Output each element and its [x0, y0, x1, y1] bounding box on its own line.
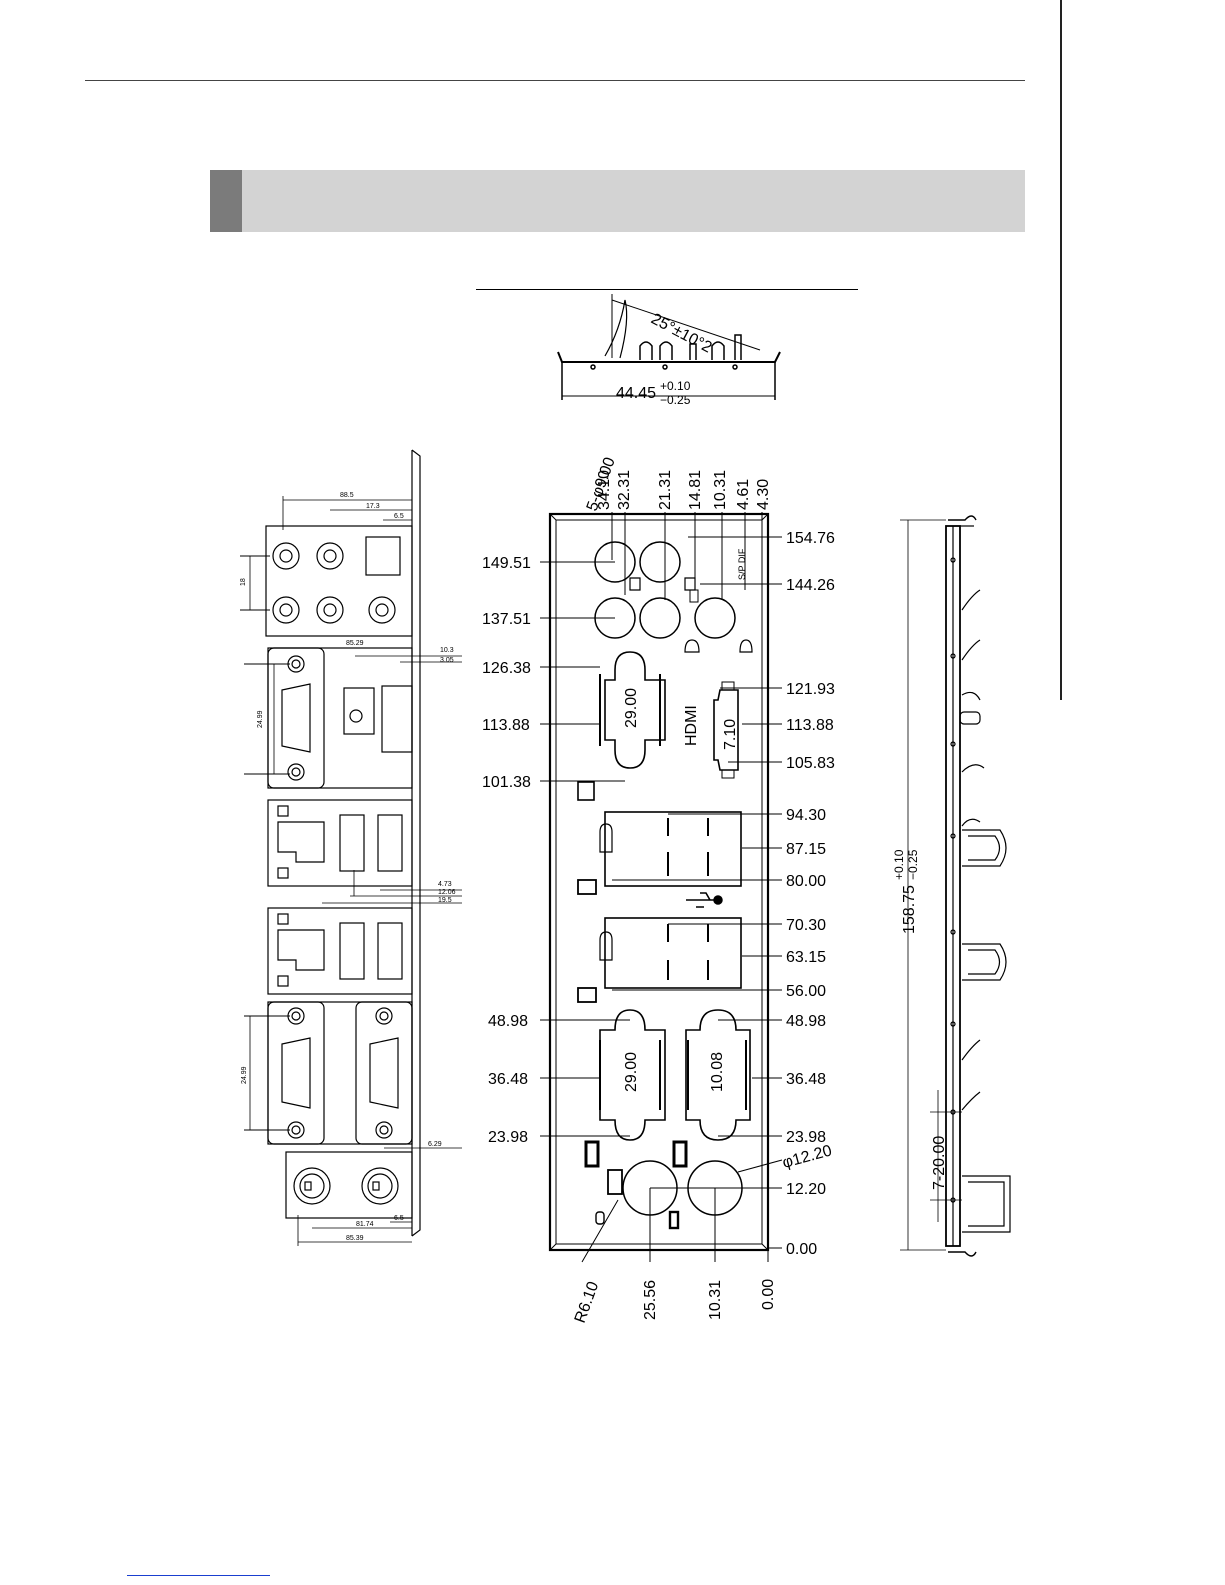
left-dim-f: 10.3 [440, 647, 454, 654]
right-dim-12: 12.20 [786, 1181, 826, 1198]
top-dim-5: 10.31 [712, 470, 729, 510]
left-dim-l: 24.99 [241, 1066, 248, 1084]
slot-bottom-right-label: 10.08 [709, 1052, 726, 1092]
right-dim-70: 70.30 [786, 917, 826, 934]
left-dim-c: 6.5 [394, 513, 404, 520]
right-dim-105: 105.83 [786, 755, 835, 772]
right-dim-144: 144.26 [786, 577, 835, 594]
left-view: 88.5 17.3 6.5 18 85.29 10.3 3.05 24.99 4… [240, 449, 462, 1246]
left-dim-36: 36.48 [488, 1071, 528, 1088]
side-view: 158.75 +0.10 −0.25 7-20.00 [892, 515, 1011, 1257]
left-dim-j: 12.06 [438, 889, 456, 896]
angle-label: 25°±10°2 [648, 311, 714, 357]
front-view: S/P DIF 29.00 HDMI 7.10 [548, 512, 770, 1252]
left-dim-48: 48.98 [488, 1013, 528, 1030]
left-dim-d: 18 [240, 578, 247, 586]
right-dim-87: 87.15 [786, 841, 826, 858]
top-dim-6: 4.61 [735, 479, 752, 510]
left-dim-a: 88.5 [340, 492, 354, 499]
right-dim-94: 94.30 [786, 807, 826, 824]
left-dim-101: 101.38 [482, 774, 531, 791]
right-dim-154: 154.76 [786, 530, 835, 547]
width-tol-plus: +0.10 [660, 379, 691, 393]
spdif-label: S/P DIF [737, 548, 747, 580]
top-dim-2: 32.31 [616, 470, 633, 510]
left-dim-k: 19.5 [438, 897, 452, 904]
left-dim-m: 6.29 [428, 1141, 442, 1148]
bottom-dim-25: 25.56 [642, 1280, 659, 1320]
left-dim-23: 23.98 [488, 1129, 528, 1146]
hdmi-label: HDMI [683, 705, 700, 746]
left-dim-i: 4.73 [438, 881, 452, 888]
left-dim-137: 137.51 [482, 611, 531, 628]
side-height-tol-minus: −0.25 [906, 849, 920, 880]
left-dim-g: 3.05 [440, 657, 454, 664]
section-banner [210, 170, 1025, 232]
drawing-title-rule [476, 289, 858, 290]
dimension-leaders [540, 512, 783, 1263]
left-dim-n: 81.74 [356, 1221, 374, 1228]
banner-tab [210, 170, 242, 232]
bottom-dim-0: 0.00 [760, 1279, 777, 1310]
header-rule [85, 80, 1025, 81]
top-dim-1: 34.10 [596, 470, 613, 510]
right-dim-80: 80.00 [786, 873, 826, 890]
right-dim-121: 121.93 [786, 681, 835, 698]
footer-link-rule [127, 1575, 270, 1576]
left-dim-126: 126.38 [482, 660, 531, 677]
side-height-label: 158.75 [901, 885, 918, 934]
width-label: 44.45 [616, 385, 656, 402]
side-height-tol-plus: +0.10 [892, 849, 906, 880]
hdmi-width-label: 7.10 [722, 719, 739, 750]
right-dim-23: 23.98 [786, 1129, 826, 1146]
top-dim-7: 4.30 [755, 479, 772, 510]
left-dim-h: 24.99 [257, 710, 264, 728]
top-dim-4: 14.81 [687, 470, 704, 510]
slot-top-label: 29.00 [623, 688, 640, 728]
bottom-dim-r: R6.10 [572, 1279, 603, 1325]
right-dim-48: 48.98 [786, 1013, 826, 1030]
slot-bottom-left-label: 29.00 [623, 1052, 640, 1092]
side-pitch-label: 7-20.00 [931, 1136, 948, 1190]
right-dim-0: 0.00 [786, 1241, 817, 1258]
right-dim-63: 63.15 [786, 949, 826, 966]
top-dim-3: 21.31 [657, 470, 674, 510]
left-dim-o: 6.5 [394, 1215, 404, 1222]
side-rule [1060, 0, 1062, 700]
right-dim-36: 36.48 [786, 1071, 826, 1088]
left-dim-p: 85.39 [346, 1235, 364, 1242]
right-dim-56: 56.00 [786, 983, 826, 1000]
left-dim-149: 149.51 [482, 555, 531, 572]
top-view: 25°±10°2 44.45 +0.10 −0.25 [557, 294, 781, 407]
phi-round-label: φ12.20 [781, 1142, 834, 1171]
width-tol-minus: −0.25 [660, 393, 691, 407]
dimension-texts: 5-φ9.00 34.10 32.31 21.31 14.81 10.31 4.… [482, 455, 835, 1325]
bottom-dim-10: 10.31 [707, 1280, 724, 1320]
left-dim-e: 85.29 [346, 640, 364, 647]
right-dim-113: 113.88 [786, 717, 834, 734]
left-dim-b: 17.3 [366, 503, 380, 510]
left-dim-113: 113.88 [482, 717, 530, 734]
